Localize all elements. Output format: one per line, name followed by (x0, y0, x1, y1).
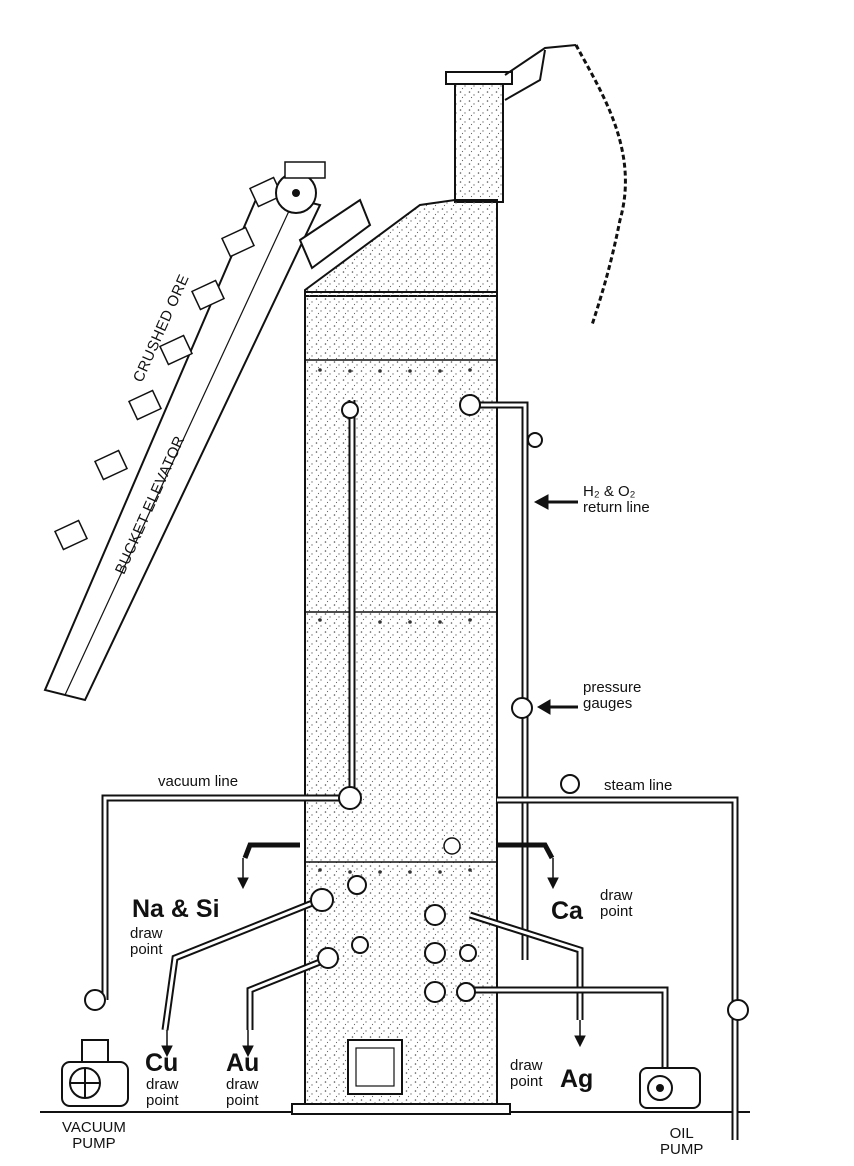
ag-draw-text: draw (510, 1057, 543, 1074)
draw-pipes-left (161, 842, 369, 1031)
oil-text: OIL (669, 1125, 694, 1142)
draw-pipes-right (424, 842, 669, 1070)
ag-symbol: Ag (560, 1065, 594, 1093)
vacuum-line-label: vacuum line (158, 773, 239, 790)
na-si-draw-point-label: draw point (130, 926, 163, 958)
na-si-symbol: Na & Si (132, 895, 220, 923)
ag-point-text: point (510, 1072, 543, 1090)
cu-draw-text: draw (146, 1076, 179, 1093)
ag-draw-point-label: draw point (510, 1058, 543, 1090)
pressure-text: pressure (583, 679, 642, 696)
oil-pump-label: OIL PUMP (660, 1126, 703, 1158)
cu-draw-point-label: draw point (146, 1077, 179, 1109)
pressure-gauges-label: pressure gauges (583, 680, 641, 712)
ca-symbol: Ca (551, 897, 583, 925)
h2-o2-text: H₂ & O₂ (583, 483, 636, 500)
vacuum-text: VACUUM (62, 1119, 126, 1136)
steam-line-label: steam line (604, 777, 673, 794)
return-line-text: return line (583, 498, 650, 516)
vacuum-line-pipe (84, 400, 362, 1011)
h2-o2-return-line-label: H₂ & O₂ return line (583, 484, 650, 516)
flow-arrows (161, 494, 586, 1058)
crane-chain (504, 44, 627, 326)
na-si-draw-text: draw (130, 925, 163, 942)
vacuum-pump-text: PUMP (72, 1134, 116, 1152)
ca-draw-text: draw (600, 887, 633, 904)
au-point-text: point (226, 1091, 259, 1109)
vacuum-pump-label: VACUUM PUMP (62, 1120, 126, 1152)
gauges-text: gauges (583, 694, 633, 712)
tower (291, 71, 513, 1115)
ca-draw-point-label: draw point (600, 888, 633, 920)
na-si-point-text: point (130, 940, 163, 958)
au-symbol: Au (226, 1049, 260, 1077)
bucket-elevator (43, 161, 372, 702)
steam-line-pipe (497, 774, 749, 1140)
oil-pump-text: PUMP (660, 1140, 704, 1158)
oil-pump (639, 1067, 701, 1109)
return-line-pipe (459, 394, 543, 960)
cu-point-text: point (146, 1091, 179, 1109)
tower-door (347, 1039, 403, 1095)
vacuum-pump (61, 1039, 129, 1107)
au-draw-point-label: draw point (226, 1077, 259, 1109)
cu-symbol: Cu (145, 1049, 179, 1077)
au-draw-text: draw (226, 1076, 259, 1093)
ca-point-text: point (600, 902, 633, 920)
